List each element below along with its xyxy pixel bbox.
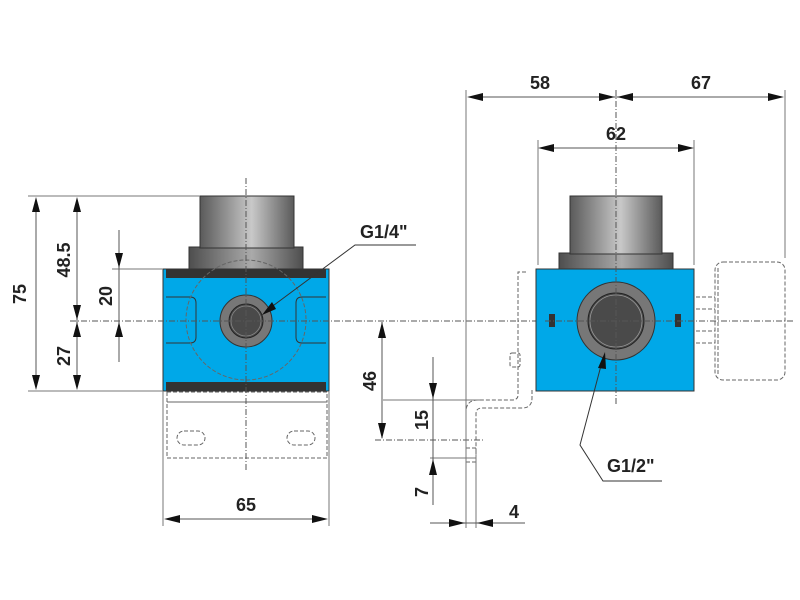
dim-width: 65 [162, 391, 330, 526]
front-view: G1/4" 75 48.5 27 20 [10, 178, 545, 526]
dim-tail-label: 7 [412, 487, 432, 497]
svg-text:75: 75 [10, 284, 30, 304]
side-bracket-hidden [465, 271, 526, 525]
side-view: G1/2" 58 67 62 46 [360, 73, 795, 528]
side-port-leader [579, 357, 662, 482]
front-top-band [166, 269, 326, 278]
side-key-left [549, 314, 555, 327]
svg-text:20: 20 [96, 286, 116, 306]
dim-bracket-thickness: 4 [430, 502, 525, 527]
side-port-label: G1/2" [607, 456, 655, 476]
svg-text:62: 62 [606, 124, 626, 144]
dim-body-width: 62 [538, 124, 694, 152]
front-recess-left [166, 296, 197, 344]
front-port-label: G1/4" [360, 222, 408, 242]
slot-right [286, 430, 316, 446]
dim-right-offset-label: 67 [691, 73, 711, 93]
dim-upper-label: 48.5 [54, 242, 74, 277]
svg-text:46: 46 [360, 371, 380, 391]
dim-total-height: 75 [10, 197, 40, 390]
dim-half-body: 20 [96, 230, 123, 362]
dim-lower-label: 27 [54, 346, 74, 366]
dim-bracket-step: 15 7 [412, 357, 437, 505]
dim-offsets: 58 67 [467, 73, 784, 101]
front-cap-top [199, 195, 295, 249]
dim-bracket-drop: 46 [360, 322, 386, 439]
svg-text:65: 65 [236, 495, 256, 515]
dim-left-offset-label: 58 [530, 73, 550, 93]
svg-text:4: 4 [509, 502, 519, 522]
dim-upper-lower: 48.5 27 [54, 197, 81, 390]
front-bracket-hidden [166, 391, 328, 459]
front-port-leader [265, 244, 416, 312]
slot-left [176, 430, 206, 446]
front-bottom-band [166, 382, 326, 391]
dim-step-label: 15 [412, 410, 432, 430]
front-recess-right [295, 296, 326, 344]
